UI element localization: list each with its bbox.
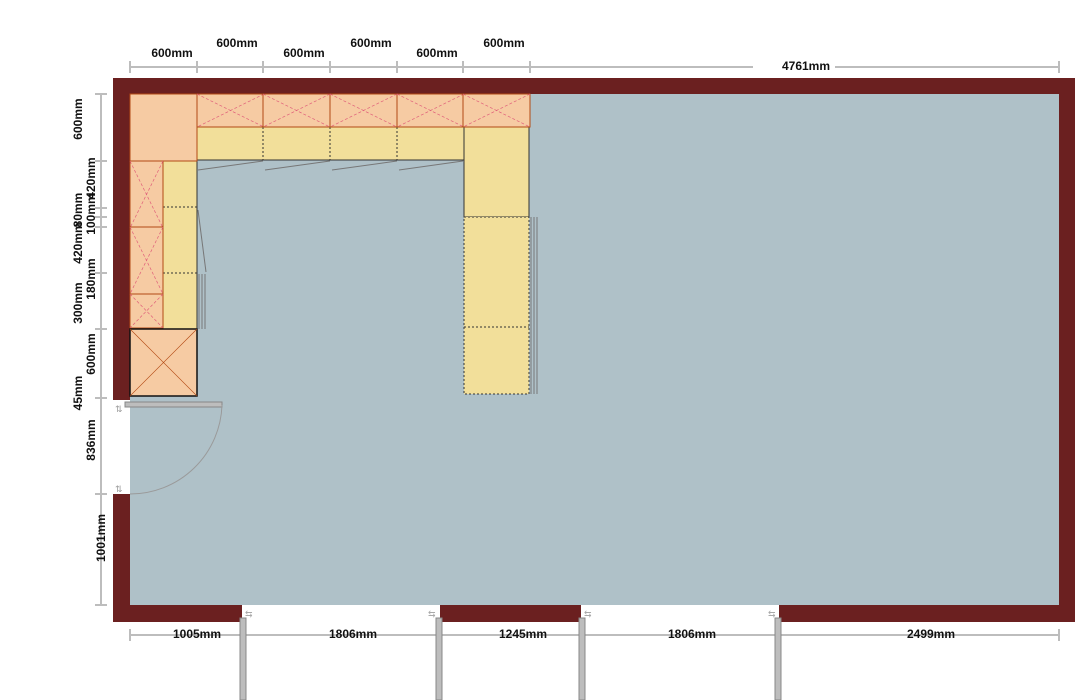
wall-cabinets bbox=[129, 93, 531, 329]
dim-left-2: 420mm bbox=[84, 157, 98, 198]
dimension-lines bbox=[95, 61, 1060, 641]
dim-left-3: 80mm bbox=[71, 193, 85, 228]
dim-left-8: 600mm bbox=[84, 333, 98, 374]
door-swing-line bbox=[331, 160, 398, 171]
wall-cabinet[interactable] bbox=[129, 160, 164, 229]
window-arrow-icon: ⇆ bbox=[245, 609, 253, 619]
dim-top-4: 600mm bbox=[350, 36, 391, 50]
dim-bottom-3: 1245mm bbox=[499, 627, 547, 641]
tall-unit[interactable] bbox=[129, 328, 198, 397]
window-opening-2 bbox=[581, 605, 779, 622]
dim-top-right: 4761mm bbox=[782, 59, 830, 73]
door-arrow-icon: ⇅ bbox=[115, 484, 123, 494]
wall-cabinet[interactable] bbox=[129, 226, 164, 295]
wall-cabinet[interactable] bbox=[262, 93, 331, 128]
dim-bottom-2: 1806mm bbox=[329, 627, 377, 641]
dim-left-1: 600mm bbox=[71, 98, 85, 139]
window-post bbox=[578, 617, 586, 700]
wall-cabinet[interactable] bbox=[129, 293, 164, 329]
dim-top-5: 600mm bbox=[416, 46, 457, 60]
window-opening-1 bbox=[242, 605, 440, 622]
dimension-labels: 600mm 600mm 600mm 600mm 600mm 600mm 4761… bbox=[71, 36, 955, 641]
base-cabinet-corner[interactable] bbox=[463, 126, 530, 218]
dim-left-11: 1001mm bbox=[94, 514, 108, 562]
door-swing-line bbox=[197, 209, 207, 273]
dim-top-1: 600mm bbox=[151, 46, 192, 60]
dim-bottom-1: 1005mm bbox=[173, 627, 221, 641]
base-cabinet-island[interactable] bbox=[463, 216, 530, 395]
dim-bottom-5: 2499mm bbox=[907, 627, 955, 641]
window-arrow-icon: ⇆ bbox=[768, 609, 776, 619]
door-arrow-icon: ⇅ bbox=[115, 404, 123, 414]
base-cabinets bbox=[162, 126, 538, 395]
wall-cabinet[interactable] bbox=[329, 93, 398, 128]
dim-bottom-4: 1806mm bbox=[668, 627, 716, 641]
door-opening bbox=[113, 400, 130, 494]
door-leaf[interactable] bbox=[124, 401, 223, 408]
room-floor bbox=[130, 94, 1059, 605]
dim-left-9: 45mm bbox=[71, 376, 85, 411]
dim-top-2: 600mm bbox=[216, 36, 257, 50]
wall-cabinet[interactable] bbox=[396, 93, 465, 128]
window-post bbox=[774, 617, 782, 700]
base-cabinet-top-run[interactable] bbox=[162, 126, 465, 161]
wall-cabinet-corner[interactable] bbox=[129, 93, 198, 162]
dim-top-6: 600mm bbox=[483, 36, 524, 50]
dim-top-3: 600mm bbox=[283, 46, 324, 60]
door-swing-line bbox=[264, 160, 331, 171]
door-swing-arc bbox=[129, 404, 223, 495]
window-arrow-icon: ⇆ bbox=[428, 609, 436, 619]
dim-left-5: 420mm bbox=[71, 222, 85, 263]
door-swing-line bbox=[398, 160, 464, 171]
wall-cabinet[interactable] bbox=[462, 93, 531, 128]
wall-cabinet[interactable] bbox=[196, 93, 265, 128]
dim-left-4: 100mm bbox=[84, 193, 98, 234]
window-post bbox=[239, 617, 247, 700]
door-swing-line bbox=[197, 160, 264, 171]
window-arrow-icon: ⇆ bbox=[584, 609, 592, 619]
dim-left-6: 180mm bbox=[84, 258, 98, 299]
dim-left-7: 300mm bbox=[71, 282, 85, 323]
window-post bbox=[435, 617, 443, 700]
dim-left-10: 836mm bbox=[84, 419, 98, 460]
